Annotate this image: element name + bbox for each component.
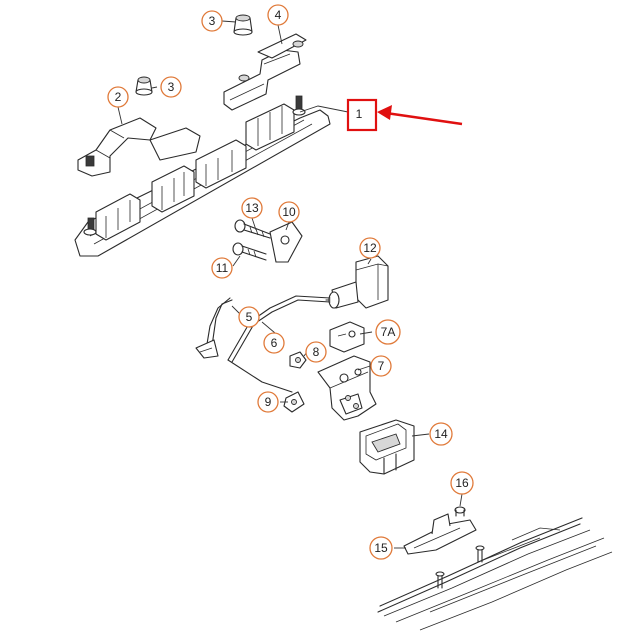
callout-16-label: 16 (455, 476, 469, 490)
callout-2[interactable]: 2 (107, 86, 129, 108)
callout-1[interactable]: 1 (356, 107, 363, 121)
callout-3-lower-label: 3 (168, 80, 175, 94)
callout-10[interactable]: 10 (278, 201, 300, 223)
part-16-stud (454, 506, 466, 517)
part-11-bolt (232, 242, 267, 261)
part-5-cable-lever (195, 297, 233, 359)
callout-4-label: 4 (275, 8, 282, 22)
callout-3-upper[interactable]: 3 (201, 10, 223, 32)
part-2-bracket (77, 117, 201, 177)
callout-11[interactable]: 11 (211, 257, 233, 279)
callout-5[interactable]: 5 (238, 306, 260, 328)
callout-7a[interactable]: 7A (375, 319, 401, 345)
part-10-bracket (269, 221, 303, 263)
callout-7[interactable]: 7 (370, 355, 392, 377)
callout-10-label: 10 (282, 205, 296, 219)
callout-1-label: 1 (356, 107, 363, 121)
callout-6[interactable]: 6 (263, 332, 285, 354)
callout-16[interactable]: 16 (450, 471, 474, 495)
part-3-clip-lower (135, 76, 153, 96)
part-8-nut (289, 351, 307, 369)
highlight-arrow (377, 105, 463, 126)
callout-14[interactable]: 14 (429, 422, 453, 446)
callout-15-label: 15 (374, 541, 388, 555)
part-9-clip (283, 391, 305, 413)
callout-4[interactable]: 4 (267, 4, 289, 26)
part-15-striker (403, 513, 477, 555)
part-14-housing (359, 419, 415, 475)
callout-2-label: 2 (115, 90, 122, 104)
part-7-lock (317, 355, 377, 421)
callout-12-label: 12 (363, 241, 377, 255)
callout-3-upper-label: 3 (209, 14, 216, 28)
callout-5-label: 5 (246, 310, 253, 324)
callout-8-label: 8 (313, 345, 320, 359)
callout-13[interactable]: 13 (241, 197, 263, 219)
callout-6-label: 6 (271, 336, 278, 350)
part-6-rod (227, 295, 331, 393)
callout-7-label: 7 (378, 359, 385, 373)
callout-11-label: 11 (216, 261, 229, 275)
callout-15[interactable]: 15 (369, 536, 393, 560)
part-12-actuator (325, 255, 389, 309)
highlight-box (346, 98, 378, 132)
part-13-bolt (234, 219, 271, 239)
callout-13-label: 13 (245, 201, 259, 215)
callout-8[interactable]: 8 (305, 341, 327, 363)
callout-9[interactable]: 9 (257, 391, 279, 413)
part-7a-bracket (329, 321, 365, 353)
callout-9-label: 9 (265, 395, 272, 409)
callout-7a-label: 7A (381, 325, 396, 339)
callout-3-lower[interactable]: 3 (160, 76, 182, 98)
callout-14-label: 14 (434, 427, 448, 441)
part-3-clip-upper (233, 14, 253, 36)
callout-12[interactable]: 12 (359, 237, 381, 259)
part-4-seal (223, 33, 307, 111)
leader-lines (117, 20, 463, 549)
part-1-trim-bar (74, 95, 331, 257)
body-panel (377, 517, 613, 631)
